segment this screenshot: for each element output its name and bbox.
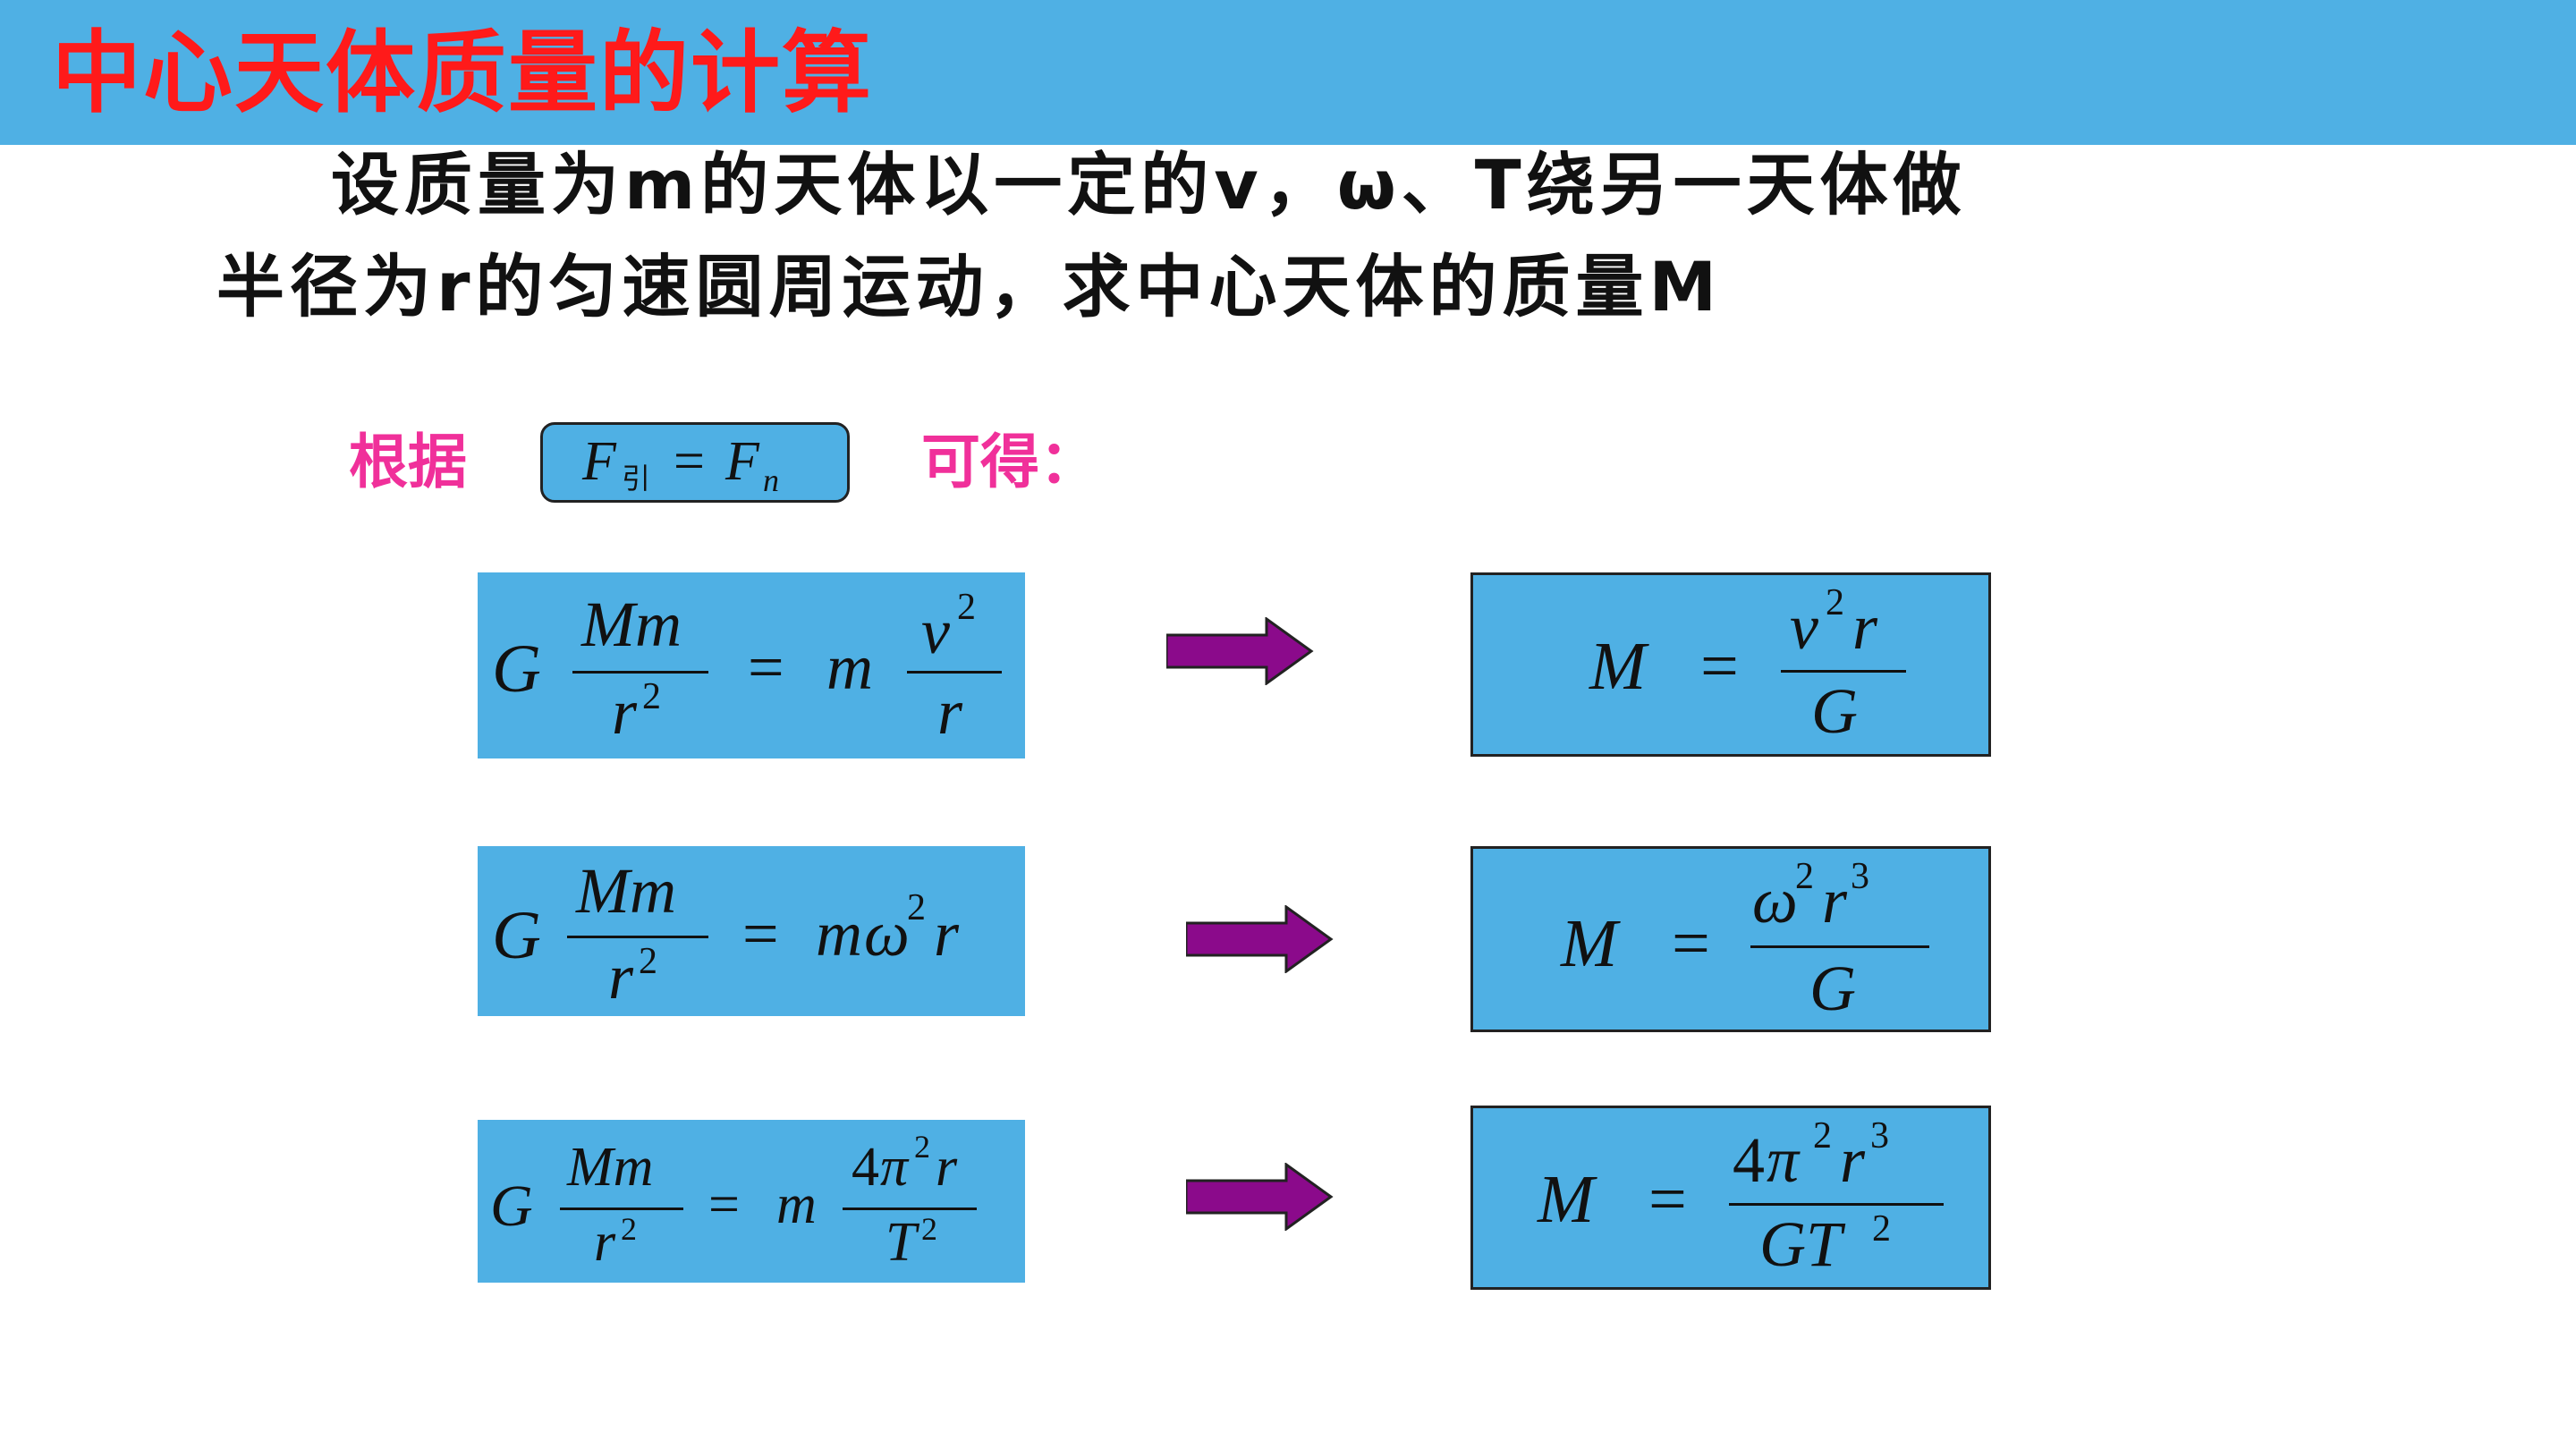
g-denominator: G xyxy=(1811,675,1858,747)
basis-label: 根据 xyxy=(349,428,467,496)
g-symbol: G xyxy=(492,631,541,707)
cube-exponent: 3 xyxy=(1870,1115,1889,1157)
r-denominator: r xyxy=(608,941,634,1013)
slide-title: 中心天体质量的计算 xyxy=(52,21,873,125)
result-box-period: M = 4 π 2 r 3 GT 2 xyxy=(1470,1106,1991,1290)
v-numerator: v xyxy=(921,596,950,667)
r-numerator: r xyxy=(936,1137,958,1198)
fraction-line xyxy=(567,936,708,938)
square-exponent: 2 xyxy=(1795,856,1814,897)
result-box-velocity: M = v 2 r G xyxy=(1470,572,1991,757)
four-numerator: 4 xyxy=(1733,1124,1765,1196)
law-rhs-sub: n xyxy=(763,462,779,498)
g-symbol: G xyxy=(492,898,541,973)
square-exponent: 2 xyxy=(1813,1115,1832,1157)
formula-box-angular: G Mm r 2 = m ω 2 r xyxy=(478,846,1025,1016)
fraction-line xyxy=(560,1208,683,1210)
intro-line-2: 半径为r的匀速圆周运动，求中心天体的质量M xyxy=(216,247,1723,326)
square-exponent: 2 xyxy=(642,676,661,717)
right-arrow-icon xyxy=(1186,1163,1334,1231)
g-symbol: G xyxy=(490,1174,533,1239)
square-exponent: 2 xyxy=(907,887,926,928)
title-bar xyxy=(0,0,2576,145)
fraction-line xyxy=(1729,1203,1944,1206)
fraction-line xyxy=(907,671,1002,674)
cube-exponent: 3 xyxy=(1851,856,1869,897)
intro-line-1: 设质量为m的天体以一定的v，ω、T绕另一天体做 xyxy=(331,145,1967,225)
r-numerator: r xyxy=(1840,1124,1866,1196)
square-exponent: 2 xyxy=(1872,1208,1891,1250)
fraction-line xyxy=(1781,670,1906,673)
r-numerator: r xyxy=(1852,591,1878,663)
law-lhs-sub: 引 xyxy=(622,462,651,496)
equals-sign: = xyxy=(748,631,784,703)
law-eq: = xyxy=(674,431,705,492)
t-denominator: T xyxy=(886,1212,917,1273)
mm-numerator: Mm xyxy=(567,1137,654,1198)
m-symbol: m xyxy=(816,898,862,970)
r-numerator: r xyxy=(1822,865,1848,936)
four-numerator: 4 xyxy=(852,1137,879,1198)
r-denominator: r xyxy=(594,1212,616,1273)
result-box-angular: M = ω 2 r 3 G xyxy=(1470,846,1991,1032)
fraction-line xyxy=(843,1208,977,1210)
square-exponent: 2 xyxy=(957,587,976,628)
square-exponent: 2 xyxy=(621,1211,637,1247)
equals-sign: = xyxy=(1672,906,1710,981)
mm-numerator: Mm xyxy=(576,855,676,927)
m-result-symbol: M xyxy=(1561,906,1618,981)
law-box: F 引 = F n xyxy=(540,422,850,503)
fraction-line xyxy=(1750,945,1929,948)
equals-sign: = xyxy=(1648,1162,1687,1237)
v-numerator: v xyxy=(1790,591,1818,663)
square-exponent: 2 xyxy=(639,941,657,982)
m-result-symbol: M xyxy=(1589,629,1647,704)
r-denominator: r xyxy=(612,676,638,748)
r-symbol: r xyxy=(934,898,960,970)
fraction-line xyxy=(572,671,708,674)
omega-symbol: ω xyxy=(864,898,910,970)
omega-symbol: ω xyxy=(1752,865,1798,936)
equals-sign: = xyxy=(742,898,779,970)
result-label: 可得： xyxy=(921,428,1098,496)
gt-denominator: GT xyxy=(1759,1208,1843,1280)
equals-sign: = xyxy=(1700,629,1739,704)
pi-symbol: π xyxy=(1767,1124,1800,1196)
formula-box-period: G Mm r 2 = m 4 π 2 r T 2 xyxy=(478,1120,1025,1283)
right-arrow-icon xyxy=(1166,617,1314,685)
law-rhs: F xyxy=(725,431,759,492)
m-symbol: m xyxy=(826,631,873,703)
g-denominator: G xyxy=(1809,953,1856,1024)
m-symbol: m xyxy=(776,1174,817,1235)
equals-sign: = xyxy=(708,1174,740,1235)
square-exponent: 2 xyxy=(914,1129,930,1165)
mm-numerator: Mm xyxy=(581,589,682,660)
law-lhs: F xyxy=(582,431,616,492)
m-result-symbol: M xyxy=(1538,1162,1595,1237)
right-arrow-icon xyxy=(1186,905,1334,973)
square-exponent: 2 xyxy=(1826,582,1844,623)
pi-symbol: π xyxy=(880,1137,909,1198)
formula-box-velocity: G Mm r 2 = m v 2 r xyxy=(478,572,1025,758)
square-exponent: 2 xyxy=(921,1211,937,1247)
r-denominator: r xyxy=(937,676,963,748)
